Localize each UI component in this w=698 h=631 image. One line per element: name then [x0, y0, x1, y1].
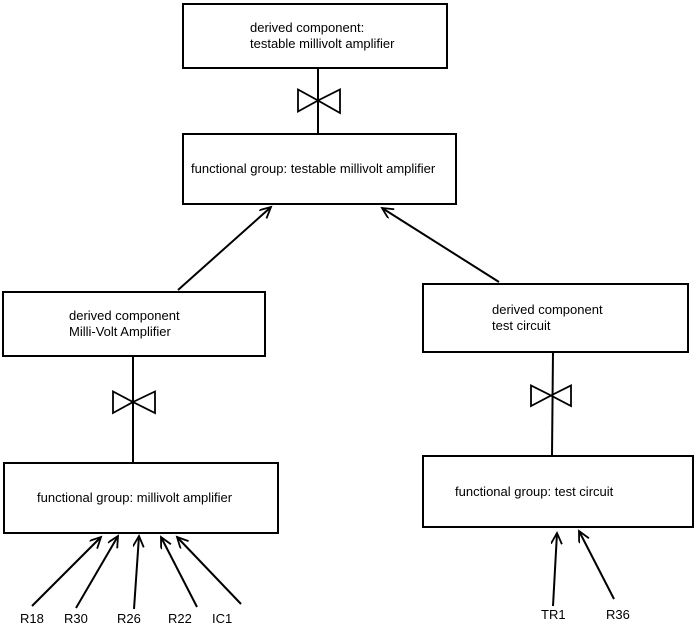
arrow-right-derived-to-top-functional: [382, 208, 500, 283]
arrow-r18: [31, 537, 101, 607]
component-label-r22: R22: [168, 611, 192, 626]
link-top-derived-to-functional: [297, 68, 341, 133]
box-functional-group-testable-millivolt-amplifier: functional group: testable millivolt amp…: [182, 133, 457, 205]
box-text-line: functional group: millivolt amplifier: [37, 490, 233, 505]
arrow-r22: [161, 537, 198, 608]
component-label-r30: R30: [64, 611, 88, 626]
box-text-line: derived component:: [250, 20, 365, 35]
box-derived-testable-millivolt-amplifier: derived component: testable millivolt am…: [182, 3, 448, 69]
link-right-derived-to-functional: [530, 351, 572, 456]
box-text-line: test circuit: [492, 318, 551, 333]
box-text-line: derived component: [492, 302, 603, 317]
box-text-line: derived component: [69, 308, 180, 323]
box-functional-group-millivolt-amplifier: functional group: millivolt amplifier: [3, 462, 279, 534]
link-left-derived-to-functional: [112, 357, 156, 462]
box-text-line: functional group: testable millivolt amp…: [191, 161, 436, 176]
box-derived-test-circuit: derived component test circuit: [422, 283, 689, 353]
component-label-tr1: TR1: [541, 607, 566, 622]
arrow-tr1: [553, 533, 557, 607]
bowtie-icon: [297, 87, 341, 115]
arrow-left-derived-to-top-functional: [177, 207, 271, 291]
box-text-line: testable millivolt amplifier: [250, 36, 395, 51]
box-text-line: Milli-Volt Amplifier: [69, 324, 171, 339]
component-label-r18: R18: [20, 611, 44, 626]
box-functional-group-test-circuit: functional group: test circuit: [422, 455, 694, 528]
arrow-r36: [579, 531, 615, 600]
arrow-r30: [75, 536, 118, 609]
arrow-ic1: [177, 537, 242, 605]
bowtie-icon: [112, 390, 156, 415]
component-label-ic1: IC1: [212, 611, 233, 626]
bowtie-icon: [530, 384, 572, 408]
box-text-line: functional group: test circuit: [455, 483, 614, 499]
box-derived-milli-volt-amplifier: derived component Milli-Volt Amplifier: [2, 291, 266, 357]
component-label-r36: R36: [606, 607, 630, 622]
arrow-r26: [134, 536, 139, 610]
component-label-r26: R26: [117, 611, 141, 626]
